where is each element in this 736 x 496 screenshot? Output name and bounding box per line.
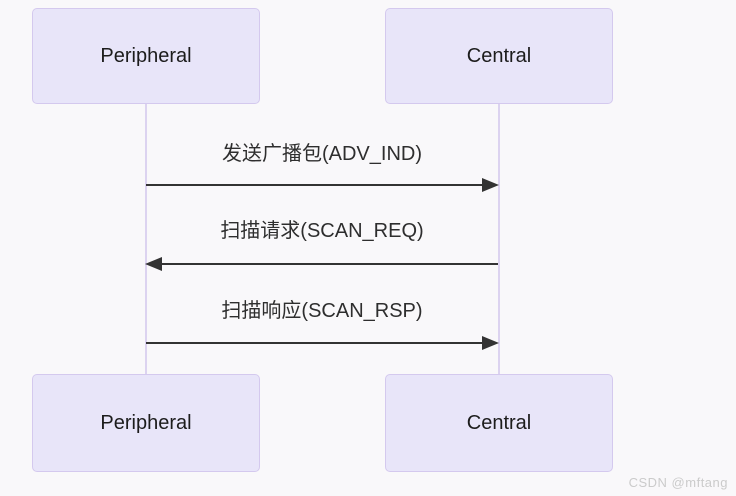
actor-box-central-bottom: Central [385, 374, 613, 472]
actor-label-central-bottom: Central [466, 411, 532, 434]
lifeline-peripheral [145, 104, 147, 374]
message-label-scan-rsp: 扫描响应(SCAN_RSP) [221, 300, 423, 322]
arrow-right-icon [146, 178, 499, 192]
actor-label-central-top: Central [466, 44, 532, 67]
actor-box-peripheral-top: Peripheral [32, 8, 260, 104]
arrow-left-icon [145, 257, 498, 271]
actor-box-peripheral-bottom: Peripheral [32, 374, 260, 472]
csdn-watermark: CSDN @mftang [628, 475, 728, 490]
actor-label-peripheral-top: Peripheral [100, 44, 192, 67]
message-label-adv-ind: 发送广播包(ADV_IND) [221, 143, 422, 165]
arrowhead-left-icon [145, 257, 162, 271]
arrow-shaft [146, 184, 494, 186]
lifeline-central [498, 104, 500, 374]
arrow-shaft [150, 263, 498, 265]
arrowhead-right-icon [482, 178, 499, 192]
arrow-right-icon [146, 336, 499, 350]
arrow-shaft [146, 342, 494, 344]
actor-label-peripheral-bottom: Peripheral [100, 411, 192, 434]
message-label-scan-req: 扫描请求(SCAN_REQ) [220, 220, 424, 242]
arrowhead-right-icon [482, 336, 499, 350]
actor-box-central-top: Central [385, 8, 613, 104]
